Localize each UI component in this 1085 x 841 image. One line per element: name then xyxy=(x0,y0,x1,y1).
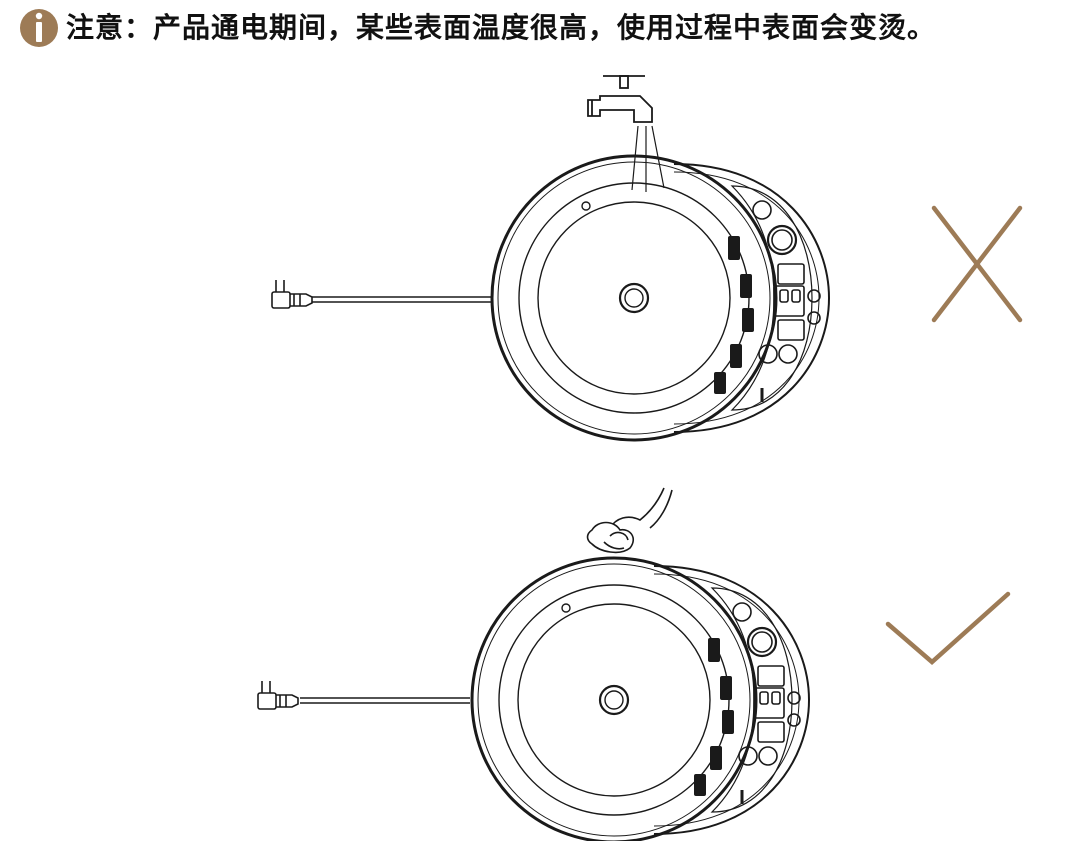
check-icon xyxy=(885,591,1011,665)
notice-banner: 注意：产品通电期间，某些表面温度很高，使用过程中表面会变烫。 xyxy=(0,0,1085,64)
info-icon xyxy=(20,9,58,47)
cooktop-drawing xyxy=(470,556,811,841)
plug-icon xyxy=(271,279,313,309)
water-tap-icon xyxy=(587,75,653,123)
scene-wipe-with-cloth xyxy=(257,487,1011,841)
cooktop-drawing xyxy=(490,154,831,442)
cross-icon xyxy=(931,205,1023,323)
notice-text: 注意：产品通电期间，某些表面温度很高，使用过程中表面会变烫。 xyxy=(66,11,937,44)
hand-with-cloth-icon xyxy=(586,487,673,554)
scene-rinse-under-tap xyxy=(271,75,1023,442)
plug-icon xyxy=(257,680,299,710)
